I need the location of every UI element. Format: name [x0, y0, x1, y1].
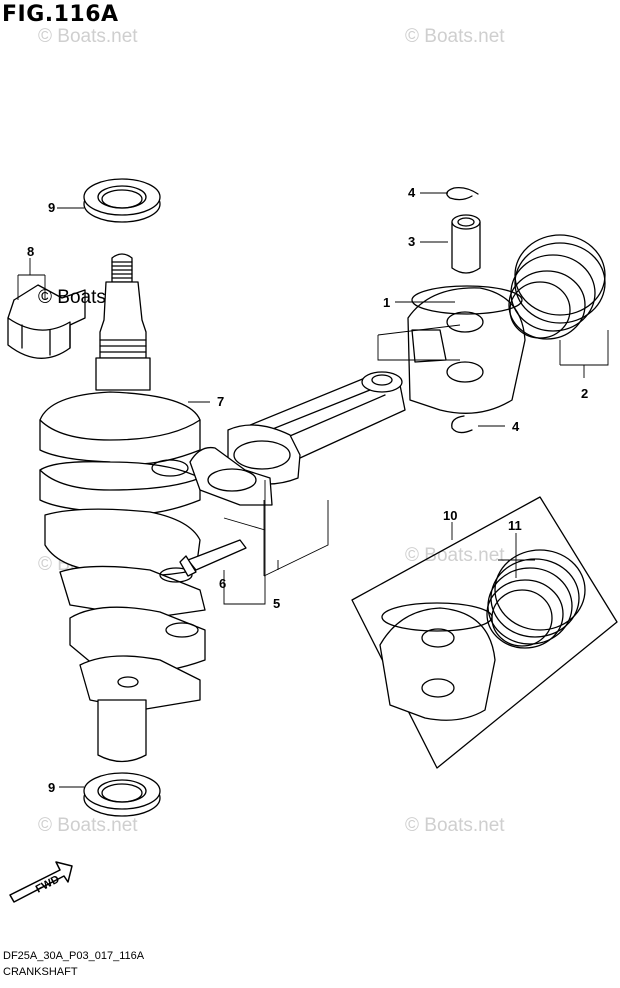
crankshaft — [39, 253, 206, 763]
piston-rings-lower — [486, 549, 586, 649]
callout-9-top: 9 — [48, 200, 56, 215]
callout-4-top: 4 — [408, 185, 416, 200]
callout-11: 11 — [508, 518, 522, 533]
callout-2: 2 — [581, 386, 589, 401]
bearing — [7, 284, 86, 359]
circlip-top — [446, 186, 479, 201]
callout-1: 1 — [383, 295, 391, 310]
section-name: CRANKSHAFT — [3, 966, 78, 978]
callout-6: 6 — [219, 576, 227, 591]
callout-4-bottom: 4 — [512, 419, 520, 434]
watermark: © Boats.net — [38, 815, 138, 836]
circlip-bottom — [451, 415, 473, 434]
callout-3: 3 — [408, 234, 416, 249]
oil-seal-bottom — [83, 772, 161, 817]
watermark: © Boats.net — [405, 26, 505, 47]
watermark: © Boats.net — [38, 26, 138, 47]
piston-rings-upper — [508, 234, 606, 340]
fwd-arrow-icon — [9, 861, 73, 903]
piston-lower — [379, 602, 496, 721]
callout-7: 7 — [217, 394, 225, 409]
diagram-code: DF25A_30A_P03_017_116A — [3, 950, 145, 962]
watermark: © Boats.net — [405, 545, 505, 566]
piston-pin — [451, 214, 481, 274]
piston-upper — [407, 285, 526, 414]
callout-10: 10 — [443, 508, 458, 523]
watermark: © Boats.net — [405, 815, 505, 836]
connecting-rod — [179, 371, 406, 577]
figure-title: FIG.116A — [2, 2, 119, 27]
oil-seal-top — [83, 178, 161, 223]
callout-9-bottom: 9 — [48, 780, 56, 795]
fwd-label: FWD — [34, 873, 62, 895]
callout-8: 8 — [27, 244, 35, 259]
callout-5: 5 — [273, 596, 281, 611]
